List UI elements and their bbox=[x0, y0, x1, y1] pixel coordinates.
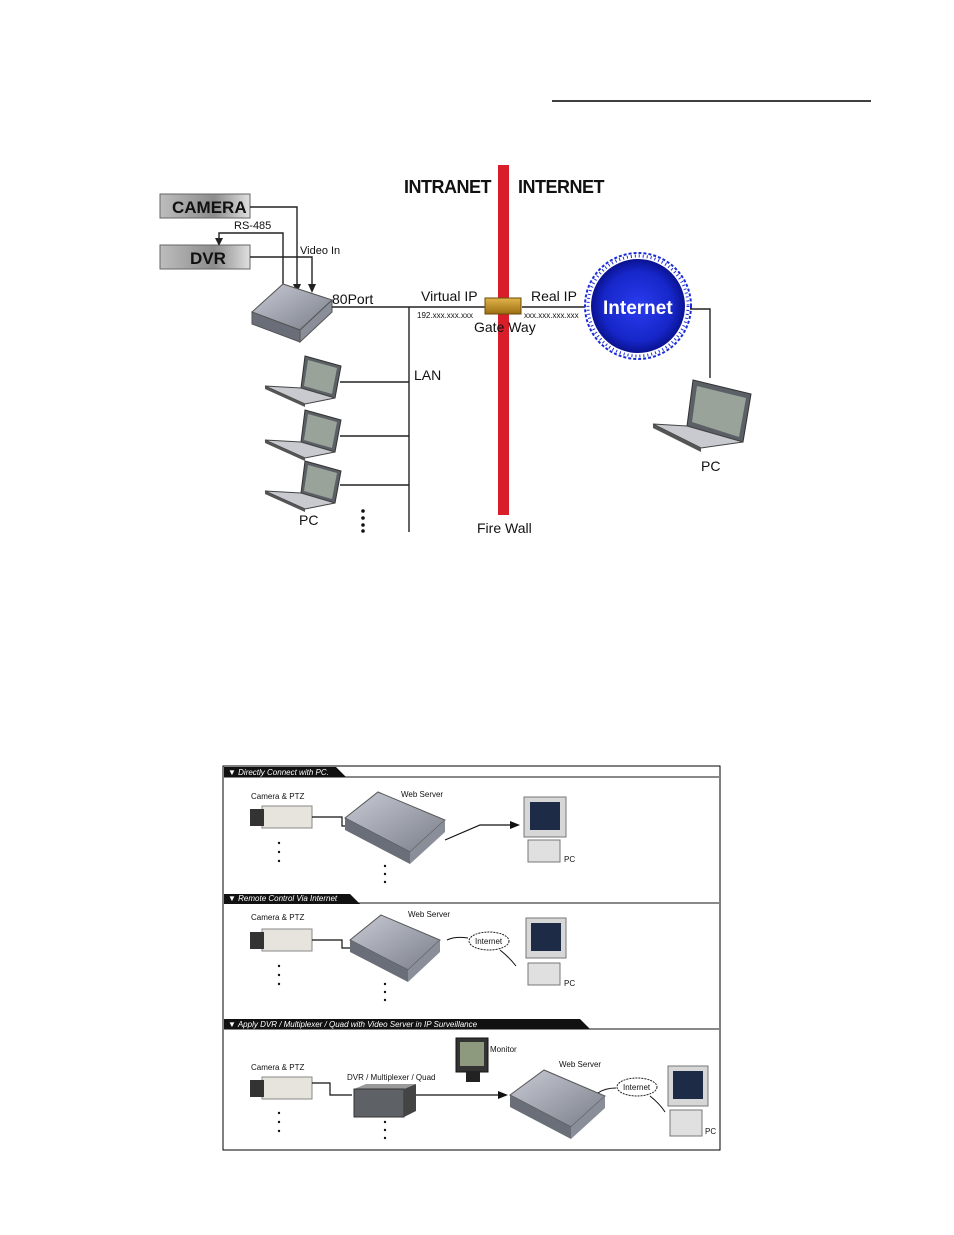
camera-label: CAMERA bbox=[172, 198, 247, 217]
web-server-device bbox=[509, 1069, 606, 1139]
internet-label: Internet bbox=[603, 298, 673, 319]
dvr-video-line bbox=[250, 256, 313, 290]
dvr-device bbox=[353, 1084, 416, 1118]
web-server-label: Web Server bbox=[401, 790, 443, 799]
section-dvr-surveillance: ▼ Apply DVR / Multiplexer / Quad with Vi… bbox=[224, 1019, 719, 1140]
camera-icon bbox=[250, 1076, 313, 1100]
application-panel: ▼ Directly Connect with PC. Camera & PTZ… bbox=[222, 765, 721, 1151]
pc-label: PC bbox=[564, 979, 575, 988]
network-diagram: INTRANET INTERNET CAMERA DVR RS-485 Vide… bbox=[159, 165, 752, 536]
internet-cloud-icon bbox=[616, 1077, 658, 1097]
web-server-label: Web Server bbox=[408, 910, 450, 919]
intranet-label: INTRANET bbox=[404, 177, 491, 197]
laptop-icon bbox=[264, 355, 342, 407]
cloud-label: Internet bbox=[475, 937, 503, 946]
web-server-device bbox=[349, 914, 441, 982]
video-in-label: Video In bbox=[300, 245, 340, 257]
firewall-label: Fire Wall bbox=[477, 520, 532, 536]
camera-ptz-label: Camera & PTZ bbox=[251, 792, 304, 801]
virtual-ip-label: Virtual IP bbox=[421, 288, 478, 304]
section-header: ▼ Remote Control Via Internet bbox=[228, 894, 338, 903]
gateway-device bbox=[484, 297, 522, 315]
pc-label: PC bbox=[564, 855, 575, 864]
internet-cloud-icon bbox=[468, 931, 510, 951]
cloud-label: Internet bbox=[623, 1083, 651, 1092]
pc-right-label: PC bbox=[701, 458, 720, 474]
pc-left-label: PC bbox=[299, 512, 318, 528]
pc-label: PC bbox=[705, 1127, 716, 1136]
desktop-pc-icon bbox=[667, 1065, 709, 1137]
desktop-pc-icon bbox=[523, 796, 567, 863]
desktop-pc-icon bbox=[525, 917, 567, 986]
section-remote-control: ▼ Remote Control Via Internet Camera & P… bbox=[224, 894, 719, 1002]
section-direct-connect: ▼ Directly Connect with PC. Camera & PTZ… bbox=[224, 767, 719, 884]
camera-icon bbox=[250, 805, 313, 829]
monitor-label: Monitor bbox=[490, 1045, 517, 1054]
ellipsis-dots bbox=[361, 509, 365, 533]
laptop-icon bbox=[264, 460, 342, 512]
camera-video-line bbox=[250, 206, 298, 290]
real-ip-label: Real IP bbox=[531, 288, 577, 304]
rs485-label: RS-485 bbox=[234, 220, 271, 232]
dvr-label: DVR bbox=[190, 249, 226, 268]
virtual-ip-value: 192.xxx.xxx.xxx bbox=[417, 311, 473, 320]
gateway-label: Gate Way bbox=[474, 319, 536, 335]
firewall-pole bbox=[498, 165, 509, 515]
internet-zone-label: INTERNET bbox=[518, 177, 605, 197]
laptop-icon bbox=[652, 379, 752, 452]
dvr-box bbox=[159, 244, 251, 270]
section-header: ▼ Directly Connect with PC. bbox=[228, 768, 329, 777]
video-server-device bbox=[251, 283, 333, 344]
rs485-line bbox=[218, 232, 284, 290]
camera-ptz-label: Camera & PTZ bbox=[251, 1063, 304, 1072]
camera-box bbox=[159, 193, 251, 219]
camera-ptz-label: Camera & PTZ bbox=[251, 913, 304, 922]
internet-globe-icon bbox=[584, 252, 692, 360]
real-ip-value: xxx.xxx.xxx.xxx bbox=[524, 311, 579, 320]
monitor-icon bbox=[455, 1037, 489, 1082]
camera-icon bbox=[250, 928, 313, 952]
port-label: 80Port bbox=[332, 291, 373, 307]
laptop-icon bbox=[264, 409, 342, 461]
web-server-label: Web Server bbox=[559, 1060, 601, 1069]
lan-label: LAN bbox=[414, 367, 441, 383]
dvr-label: DVR / Multiplexer / Quad bbox=[347, 1073, 435, 1082]
section-header: ▼ Apply DVR / Multiplexer / Quad with Vi… bbox=[228, 1020, 478, 1029]
web-server-device bbox=[344, 791, 446, 864]
